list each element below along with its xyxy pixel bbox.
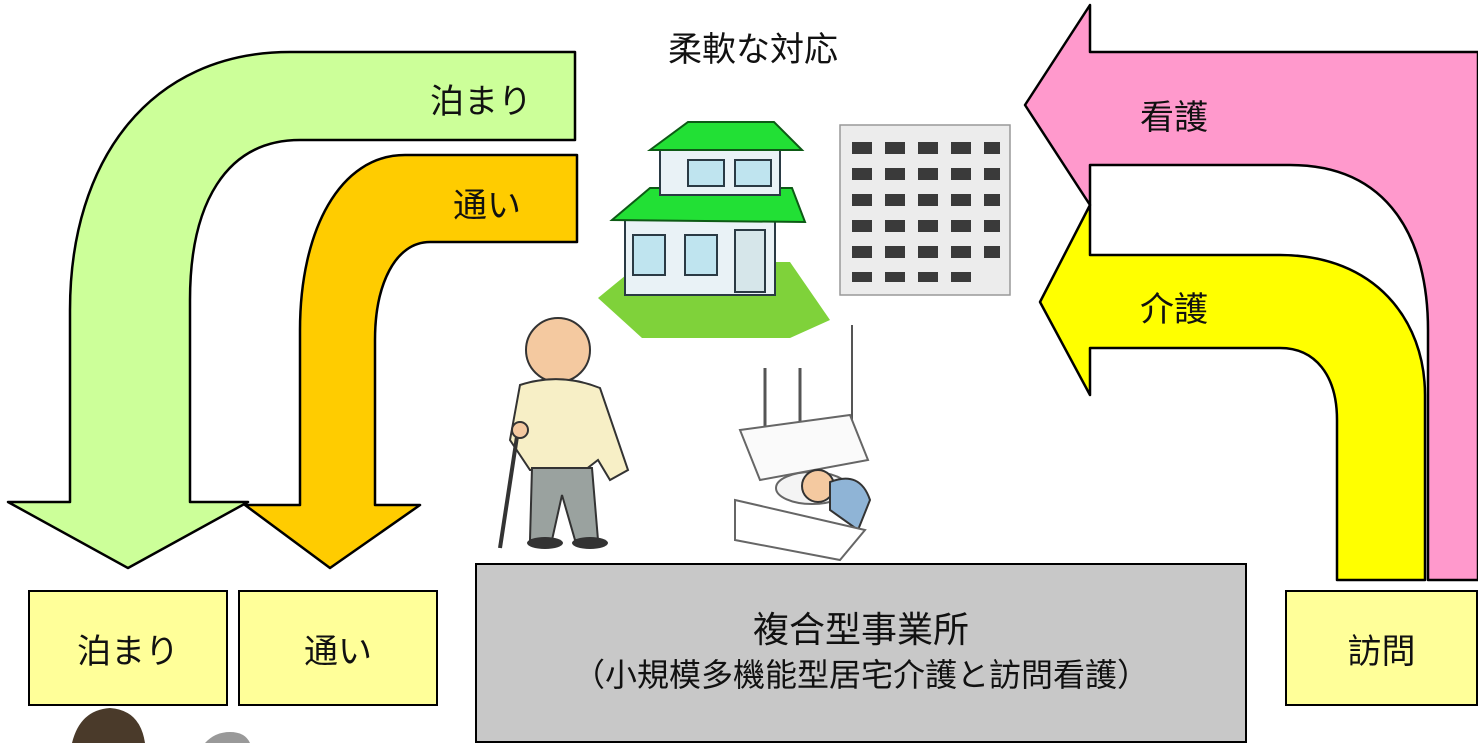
house-icon — [598, 121, 830, 338]
bedridden-person-icon — [734, 325, 872, 562]
nursing-arrow-label: 看護 — [1140, 98, 1208, 138]
day-arrow — [243, 153, 579, 570]
visit-box: 訪問 — [1285, 590, 1478, 706]
day-box-label: 通い — [304, 631, 372, 672]
center-facility-title: 複合型事業所 — [752, 610, 969, 651]
care-arrow-label: 介護 — [1140, 290, 1208, 330]
elderly-person-icon — [498, 317, 630, 549]
stay-arrow-label: 泊まり — [430, 82, 532, 122]
stay-arrow — [6, 50, 577, 570]
visit-box-label: 訪問 — [1347, 631, 1416, 672]
center-facility-subtitle: （小規模多機能型居宅介護と訪問看護） — [572, 656, 1149, 694]
stay-box-label: 泊まり — [77, 631, 179, 672]
day-box: 通い — [238, 590, 438, 706]
center-facility-box: 複合型事業所 （小規模多機能型居宅介護と訪問看護） — [475, 563, 1247, 743]
apartment-building-icon — [839, 124, 1011, 296]
day-arrow-label: 通い — [453, 186, 521, 226]
stay-box: 泊まり — [28, 590, 228, 706]
caregiver-figure-icon — [72, 708, 250, 743]
top-caption: 柔軟な対応 — [668, 30, 838, 70]
care-arrow — [1038, 203, 1427, 582]
nursing-arrow — [1023, 3, 1478, 582]
